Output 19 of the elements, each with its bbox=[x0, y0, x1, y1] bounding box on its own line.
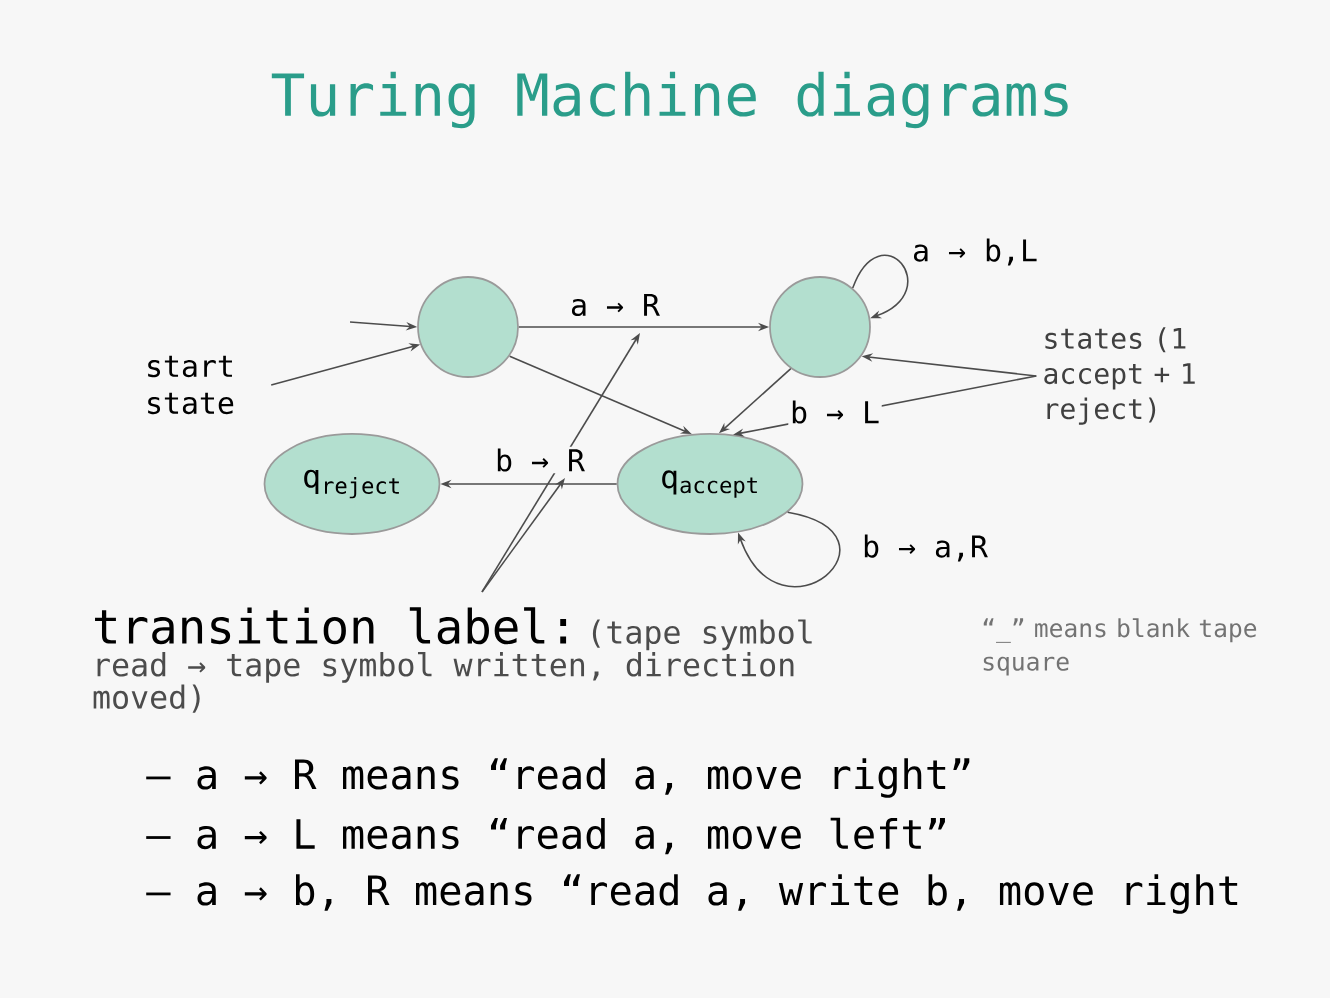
bullet-item: – a → b, R means “read a, write b, move right bbox=[146, 874, 1238, 914]
accept-state: q$_{accept}$ bbox=[616, 433, 804, 535]
title: Turing Machine diagrams bbox=[271, 71, 1068, 129]
edge-label: a → R bbox=[568, 292, 662, 318]
reject-state: q$_{reject}$ bbox=[263, 433, 441, 535]
state-label: start state bbox=[148, 355, 234, 415]
bullet-item: – a → L means “read a, move left” bbox=[146, 817, 945, 855]
self-loop-arrow bbox=[851, 254, 909, 319]
state-circle bbox=[417, 276, 519, 378]
edge-label: b → L bbox=[788, 398, 882, 426]
states-note: states (1 accept + 1 reject) bbox=[1044, 327, 1195, 425]
bullet-item: – a → R means “read a, move right” bbox=[146, 758, 970, 798]
note: “_” means blank tape square bbox=[983, 618, 1257, 676]
edge-label: b → R bbox=[493, 446, 587, 474]
state-circle bbox=[769, 276, 871, 378]
self-loop-arrow bbox=[737, 511, 841, 588]
edge-label: a → b,L bbox=[910, 236, 1040, 268]
edge-label: b → a,R bbox=[860, 532, 990, 564]
transition-label: transition label: (tape symbol read → tape symbol written, direction moved) bbox=[93, 607, 812, 713]
